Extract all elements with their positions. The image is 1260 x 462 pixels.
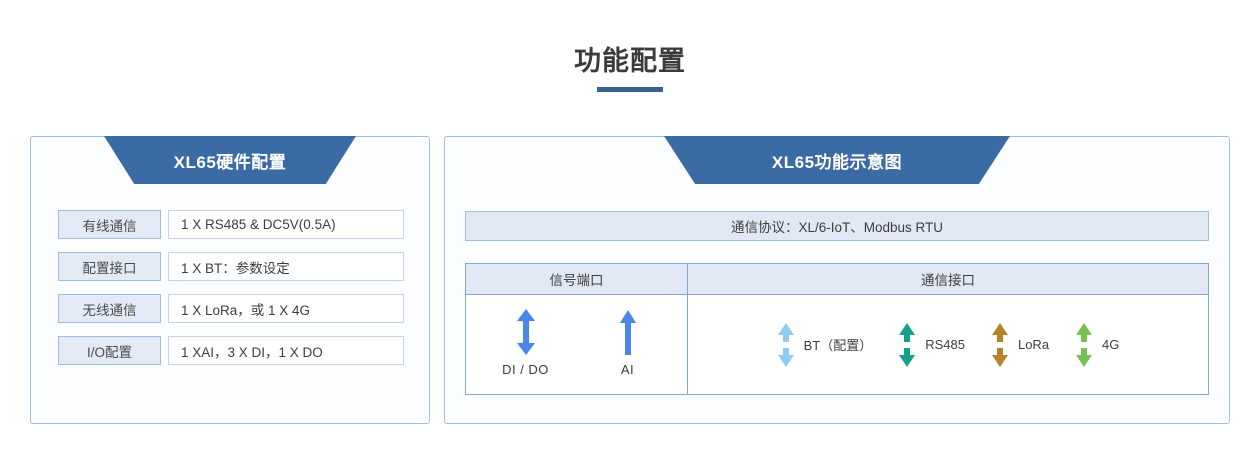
table-row: I/O配置 1 XAI，3 X DI，1 X DO [58, 336, 404, 365]
list-item: RS485 [898, 322, 965, 368]
spec-value: 1 X LoRa，或 1 X 4G [168, 294, 404, 323]
comm-interface-label: BT（配置） [803, 338, 873, 353]
signal-port-label: DI / DO [502, 362, 549, 377]
hardware-config-panel: XL65硬件配置 有线通信 1 X RS485 & DC5V(0.5A) 配置接… [30, 136, 430, 424]
double-arrow-icon [516, 308, 536, 356]
function-table-header: 信号端口 通信接口 [466, 264, 1208, 295]
list-item: AI [594, 308, 662, 377]
page-title: 功能配置 [574, 46, 686, 76]
function-panel-banner: XL65功能示意图 [664, 136, 1010, 184]
comm-interface-label: LoRa [1017, 337, 1050, 352]
hardware-spec-list: 有线通信 1 X RS485 & DC5V(0.5A) 配置接口 1 X BT：… [58, 210, 404, 378]
page-title-block: 功能配置 [0, 44, 1260, 92]
up-arrow-icon [618, 308, 638, 356]
spec-key: 无线通信 [58, 294, 161, 323]
spec-key: 有线通信 [58, 210, 161, 239]
spec-value: 1 XAI，3 X DI，1 X DO [168, 336, 404, 365]
column-header-signal-port: 信号端口 [466, 264, 688, 294]
list-item: 4G [1075, 322, 1119, 368]
function-table: 信号端口 通信接口 DI / DO [465, 263, 1209, 395]
signal-port-cell: DI / DO AI [466, 295, 688, 394]
function-table-body: DI / DO AI [466, 295, 1208, 394]
double-arrow-split-icon [1075, 322, 1093, 368]
column-header-comm-interface: 通信接口 [921, 273, 975, 288]
double-arrow-split-icon [991, 322, 1009, 368]
list-item: LoRa [991, 322, 1049, 368]
double-arrow-split-icon [898, 322, 916, 368]
function-diagram-panel: XL65功能示意图 通信协议：XL/6-IoT、Modbus RTU 信号端口 … [444, 136, 1230, 424]
spec-key: I/O配置 [58, 336, 161, 365]
list-item: DI / DO [492, 308, 560, 377]
table-row: 有线通信 1 X RS485 & DC5V(0.5A) [58, 210, 404, 239]
signal-port-label: AI [620, 362, 635, 377]
spec-value: 1 X RS485 & DC5V(0.5A) [168, 210, 404, 239]
protocol-bar: 通信协议：XL/6-IoT、Modbus RTU [465, 211, 1209, 241]
comm-interface-label: 4G [1102, 337, 1120, 352]
table-row: 配置接口 1 X BT：参数设定 [58, 252, 404, 281]
hardware-panel-banner: XL65硬件配置 [104, 136, 356, 184]
spec-value: 1 X BT：参数设定 [168, 252, 404, 281]
list-item: BT（配置） [777, 322, 873, 368]
title-underline [597, 87, 663, 92]
spec-key: 配置接口 [58, 252, 161, 281]
comm-interface-cell: BT（配置） RS485 [688, 295, 1208, 394]
table-row: 无线通信 1 X LoRa，或 1 X 4G [58, 294, 404, 323]
comm-interface-label: RS485 [925, 337, 965, 352]
double-arrow-split-icon [777, 322, 795, 368]
